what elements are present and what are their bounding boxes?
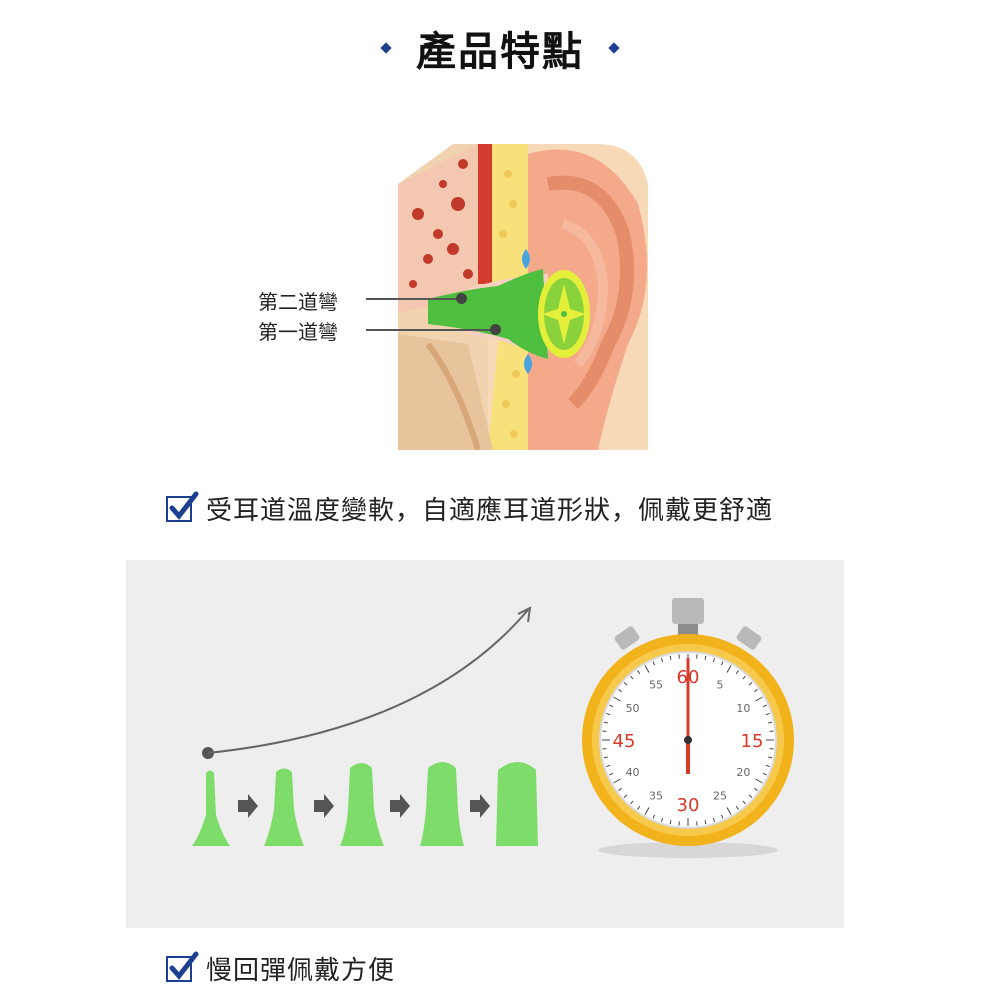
dial-tick — [762, 772, 767, 776]
dial-tick — [735, 670, 739, 674]
label-point-marker — [456, 293, 467, 304]
dial-tick — [712, 817, 716, 822]
dial-tick — [704, 655, 707, 660]
dial-tick — [720, 661, 724, 666]
dial-tick — [618, 689, 622, 693]
dial-tick — [644, 807, 650, 815]
label-point-marker — [490, 324, 501, 335]
label-leader-line — [366, 329, 496, 331]
dial-tick — [623, 682, 628, 686]
diamond-bullet-icon — [608, 42, 620, 54]
dial-tick — [735, 806, 739, 810]
page-title: 產品特點 — [416, 29, 584, 75]
dial-tick — [726, 807, 732, 815]
dial-tick — [637, 806, 641, 810]
dial-minor-label: 20 — [736, 766, 750, 779]
dial-tick — [704, 820, 707, 825]
feature-text: 受耳道溫度變軟，自適應耳道形狀，佩戴更舒適 — [206, 496, 774, 526]
dial-tick — [660, 658, 664, 663]
dial-tick — [712, 658, 716, 663]
dial-tick — [742, 675, 746, 680]
dial-tick — [630, 800, 634, 805]
ear-label-second-bend: 第二道彎 — [258, 290, 338, 314]
dial-tick — [754, 689, 758, 693]
dial-tick — [768, 721, 773, 724]
dial-minor-label: 50 — [626, 702, 640, 715]
dial-tick — [630, 675, 634, 680]
feature-text: 慢回彈佩戴方便 — [206, 956, 396, 986]
dial-minor-label: 55 — [649, 679, 663, 692]
dial-tick — [609, 704, 614, 708]
dial-tick — [652, 814, 656, 819]
dial-tick — [623, 794, 628, 798]
dial-major-label: 45 — [613, 731, 636, 752]
section-header: 產品特點 — [0, 18, 1000, 78]
ear-label-first-bend: 第一道彎 — [258, 320, 338, 344]
dial-tick — [613, 778, 621, 784]
dial-major-label: 30 — [677, 795, 700, 816]
dial-tick — [603, 756, 608, 759]
label-leader-line — [366, 298, 462, 300]
ear-canal-illustration — [398, 144, 658, 450]
dial-tick — [755, 778, 763, 784]
dial-tick — [755, 696, 763, 702]
feature-item: 受耳道溫度變軟，自適應耳道形狀，佩戴更舒適 — [166, 490, 773, 527]
dial-tick — [669, 820, 672, 825]
dial-tick — [748, 794, 753, 798]
dial-tick — [609, 772, 614, 776]
dial-tick — [606, 712, 611, 716]
dial-tick — [720, 814, 724, 819]
slow-rebound-illustration: 60153045510202535405055 — [192, 598, 794, 858]
dial-tick — [644, 665, 650, 673]
checkmark-icon — [166, 951, 199, 982]
dial-tick — [742, 800, 746, 805]
dial-tick — [768, 756, 773, 759]
dial-tick — [754, 787, 758, 791]
dial-tick — [762, 704, 767, 708]
diamond-bullet-icon — [380, 42, 392, 54]
slow-rebound-panel: 60153045510202535405055 — [126, 560, 844, 928]
dial-tick — [613, 696, 621, 702]
dial-tick — [618, 787, 622, 791]
dial-tick — [726, 665, 732, 673]
dial-minor-label: 5 — [717, 679, 724, 692]
dial-tick — [669, 655, 672, 660]
dial-tick — [748, 682, 753, 686]
dial-tick — [765, 764, 770, 768]
dial-minor-label: 40 — [626, 766, 640, 779]
dial-minor-label: 10 — [736, 702, 750, 715]
dial-tick — [603, 721, 608, 724]
dial-major-label: 15 — [741, 731, 764, 752]
feature-item: 慢回彈佩戴方便 — [166, 950, 395, 987]
dial-tick — [606, 764, 611, 768]
checkmark-icon — [166, 491, 199, 522]
dial-minor-label: 25 — [713, 789, 727, 802]
dial-tick — [652, 661, 656, 666]
dial-tick — [637, 670, 641, 674]
dial-tick — [660, 817, 664, 822]
dial-tick — [765, 712, 770, 716]
dial-minor-label: 35 — [649, 789, 663, 802]
